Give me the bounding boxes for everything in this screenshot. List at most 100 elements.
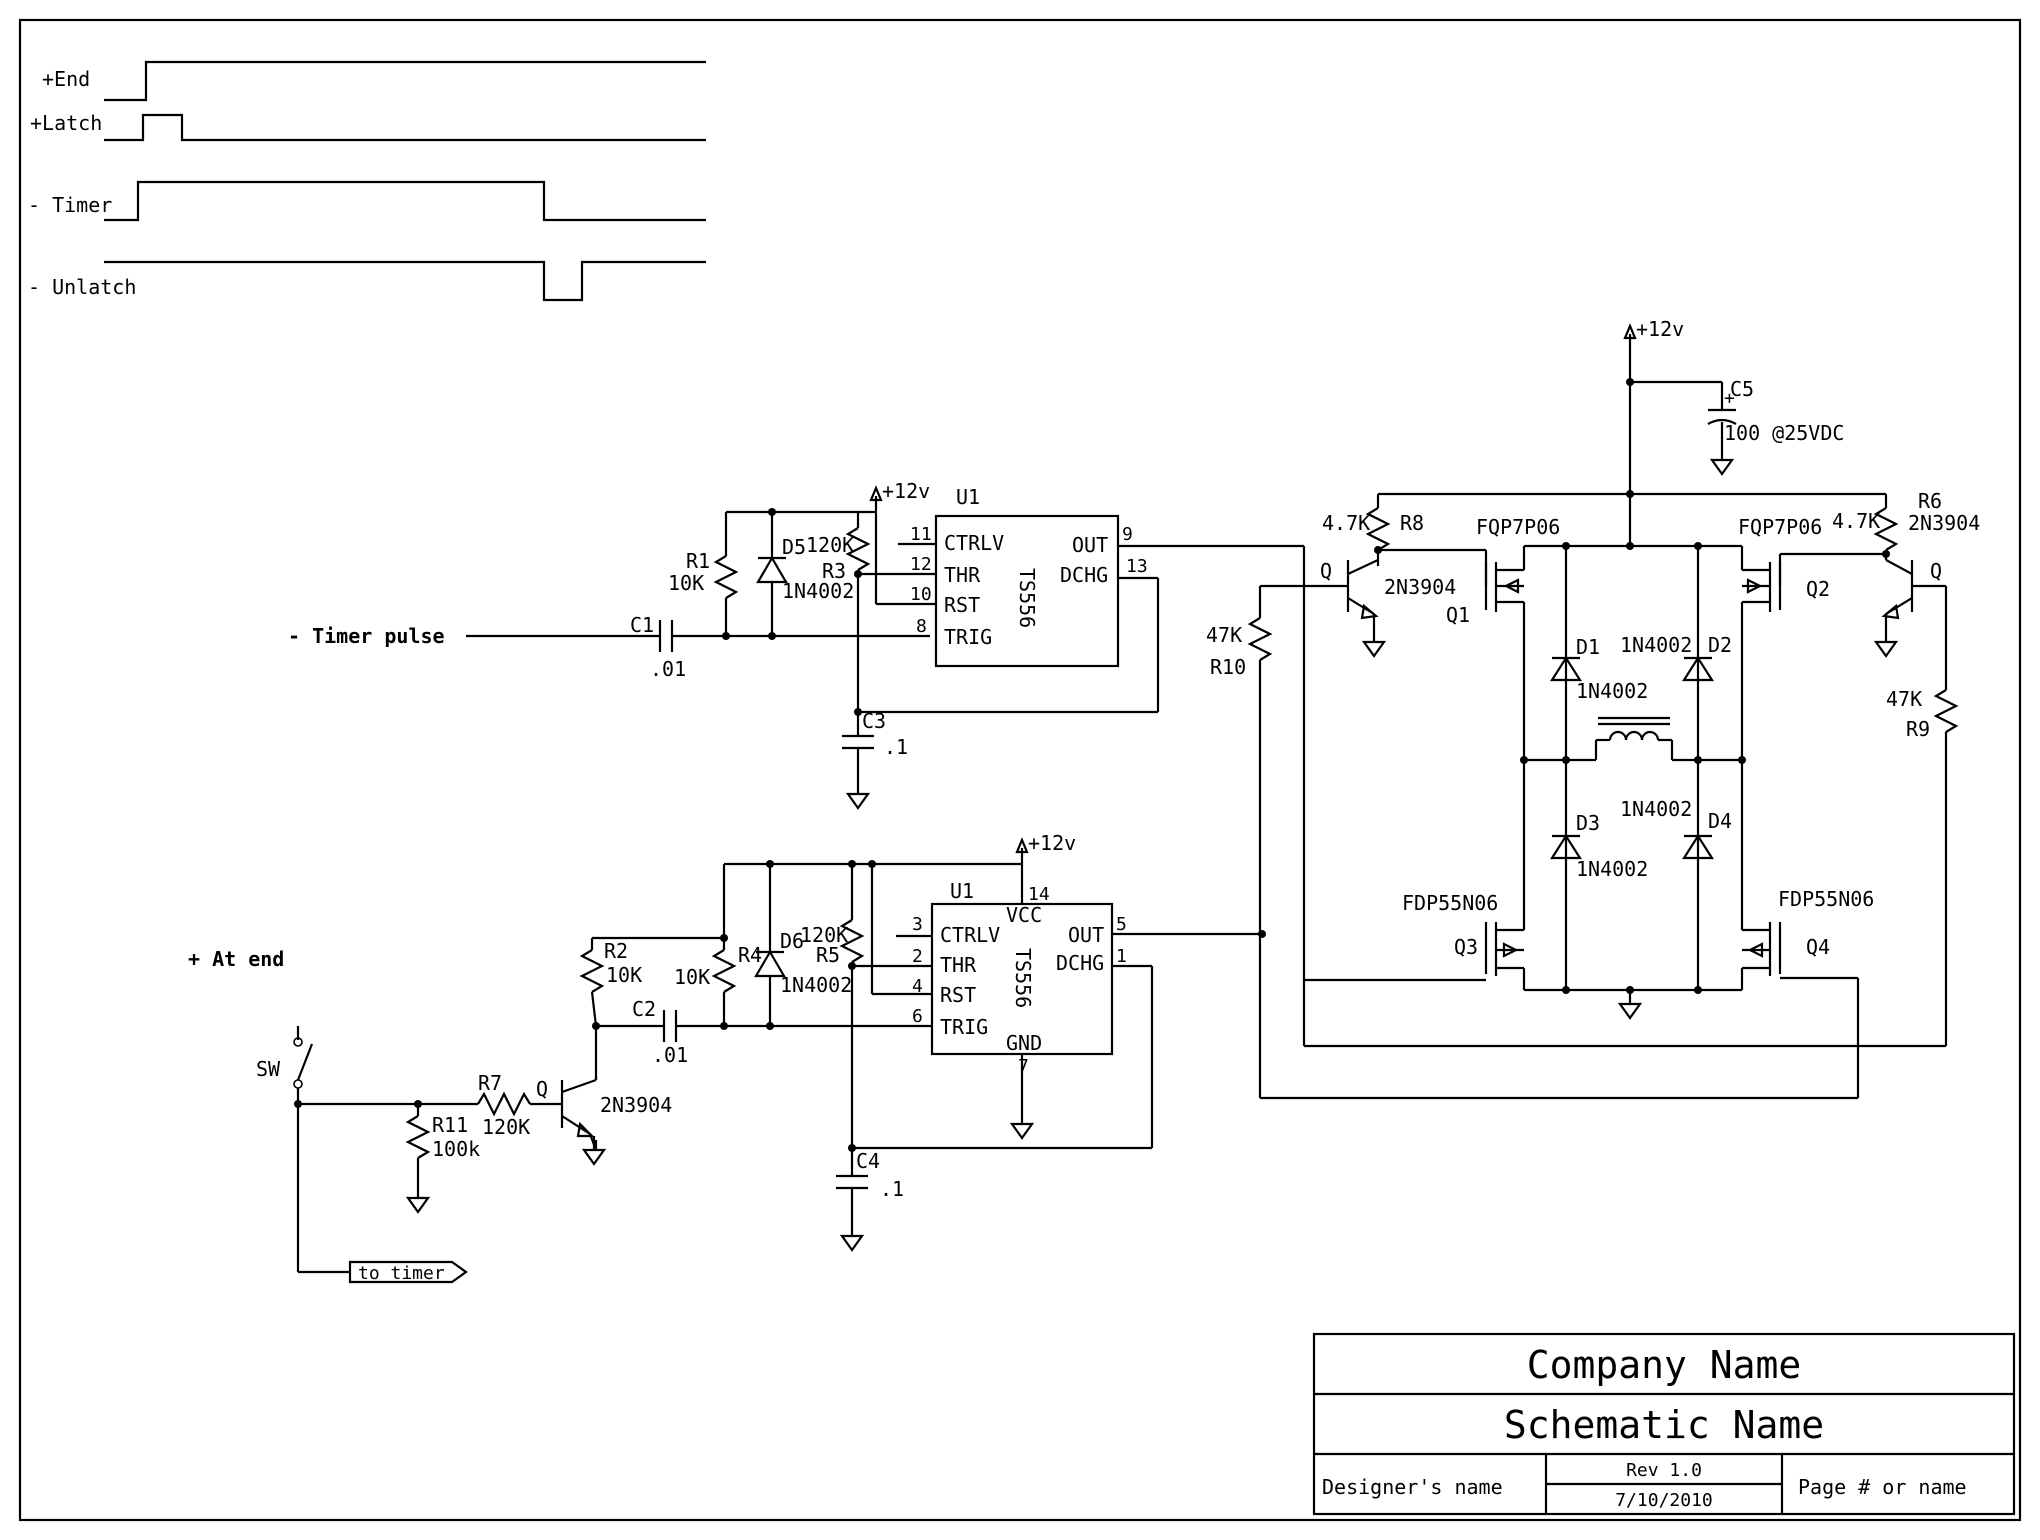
resistor-r1 — [713, 555, 739, 599]
company-name: Company Name — [1527, 1343, 1802, 1387]
svg-text:DCHG: DCHG — [1060, 563, 1108, 587]
resistor-r6 — [1873, 507, 1899, 551]
svg-text:.1: .1 — [880, 1177, 904, 1201]
resistor-r10 — [1247, 617, 1273, 661]
svg-text:12: 12 — [910, 554, 932, 575]
svg-text:8: 8 — [916, 616, 927, 637]
svg-text:Q: Q — [1930, 559, 1942, 583]
capacitor-c3 — [842, 734, 874, 750]
svg-text:Q: Q — [536, 1077, 548, 1101]
mosfet-q3 — [1484, 760, 1526, 990]
svg-text:Q1: Q1 — [1446, 603, 1470, 627]
waveform-latch — [104, 113, 706, 142]
waveform-timer — [104, 180, 706, 222]
svg-text:DCHG: DCHG — [1056, 951, 1104, 975]
svg-text:14: 14 — [1028, 884, 1050, 905]
switch-label: SW — [256, 1057, 281, 1081]
mosfet-q2 — [1740, 546, 1782, 612]
svg-text:+12v: +12v — [1028, 831, 1076, 855]
svg-text:to timer: to timer — [358, 1263, 445, 1284]
svg-text:+12v: +12v — [1636, 317, 1684, 341]
svg-text:D4: D4 — [1708, 809, 1732, 833]
svg-text:TRIG: TRIG — [940, 1015, 988, 1039]
svg-text:100k: 100k — [432, 1137, 480, 1161]
drawing-frame — [18, 18, 2022, 1522]
svg-text:1: 1 — [1116, 946, 1127, 967]
signal-label-latch: +Latch — [30, 111, 102, 135]
svg-text:D3: D3 — [1576, 811, 1600, 835]
svg-text:6: 6 — [912, 1006, 923, 1027]
waveform-end — [104, 60, 706, 102]
resistor-r3 — [845, 527, 871, 571]
svg-text:47K: 47K — [1206, 623, 1242, 647]
svg-text:R4: R4 — [738, 943, 762, 967]
svg-text:2N3904: 2N3904 — [600, 1093, 672, 1117]
svg-text:Q2: Q2 — [1806, 577, 1830, 601]
svg-text:VCC: VCC — [1006, 903, 1042, 927]
resistor-r9 — [1933, 689, 1959, 733]
svg-text:R10: R10 — [1210, 655, 1246, 679]
svg-text:10: 10 — [910, 584, 932, 605]
resistor-r8 — [1365, 507, 1391, 551]
svg-text:R11: R11 — [432, 1113, 468, 1137]
svg-text:1N4002: 1N4002 — [1620, 633, 1692, 657]
svg-text:FQP7P06: FQP7P06 — [1476, 515, 1560, 539]
svg-text:2N3904: 2N3904 — [1908, 511, 1980, 535]
top-timer-circuit: - Timer pulse C1 .01 R1 10K D5 1N4002 — [288, 479, 1304, 810]
svg-text:D6: D6 — [780, 929, 804, 953]
svg-text:C5: C5 — [1730, 377, 1754, 401]
inductor-coil — [1594, 716, 1674, 760]
page-name: Page # or name — [1798, 1475, 1967, 1499]
signal-label-timer: - Timer — [28, 193, 112, 217]
svg-text:OUT: OUT — [1072, 533, 1108, 557]
svg-text:C4: C4 — [856, 1149, 880, 1173]
svg-text:FQP7P06: FQP7P06 — [1738, 515, 1822, 539]
svg-text:TS556: TS556 — [1011, 948, 1035, 1008]
capacitor-c4 — [836, 1174, 868, 1190]
svg-text:CTRLV: CTRLV — [944, 531, 1004, 555]
capacitor-c1: C1 .01 — [630, 613, 686, 681]
svg-text:Q3: Q3 — [1454, 935, 1478, 959]
drawing-date: 7/10/2010 — [1615, 1490, 1713, 1511]
signal-label-unlatch: - Unlatch — [28, 275, 136, 299]
svg-text:120K: 120K — [482, 1115, 530, 1139]
svg-text:U1: U1 — [956, 485, 980, 509]
svg-text:R7: R7 — [478, 1071, 502, 1095]
transistor-q-switch — [560, 1078, 598, 1151]
svg-text:4.7K: 4.7K — [1832, 509, 1880, 533]
capacitor-c2 — [662, 1010, 678, 1042]
svg-text:TS556: TS556 — [1015, 568, 1039, 628]
svg-text:+: + — [1724, 388, 1735, 409]
svg-text:1N4002: 1N4002 — [1576, 679, 1648, 703]
svg-text:120K: 120K — [800, 923, 848, 947]
svg-text:9: 9 — [1122, 524, 1133, 545]
timer-pulse-label: - Timer pulse — [288, 624, 445, 648]
svg-text:1N4002: 1N4002 — [780, 973, 852, 997]
svg-text:100 @25VDC: 100 @25VDC — [1724, 421, 1844, 445]
svg-text:D5: D5 — [782, 535, 806, 559]
svg-text:10K: 10K — [606, 963, 642, 987]
svg-text:4.7K: 4.7K — [1322, 511, 1370, 535]
svg-text:+12v: +12v — [882, 479, 930, 503]
svg-text:120K: 120K — [806, 533, 854, 557]
resistor-r4 — [711, 949, 737, 993]
resistor-r7 — [477, 1091, 531, 1117]
svg-text:13: 13 — [1126, 556, 1148, 577]
designer-name: Designer's name — [1322, 1475, 1503, 1499]
diode-d3 — [1549, 833, 1583, 860]
svg-text:Q4: Q4 — [1806, 935, 1830, 959]
svg-text:11: 11 — [910, 524, 932, 545]
svg-text:47K: 47K — [1886, 687, 1922, 711]
svg-text:10K: 10K — [674, 965, 710, 989]
h-bridge: +12v + C5 100 @25VDC 4.7K R8 — [1206, 317, 1980, 1100]
svg-text:OUT: OUT — [1068, 923, 1104, 947]
svg-text:TRIG: TRIG — [944, 625, 992, 649]
svg-text:D2: D2 — [1708, 633, 1732, 657]
svg-text:FDP55N06: FDP55N06 — [1778, 887, 1874, 911]
svg-text:1N4002: 1N4002 — [782, 579, 854, 603]
svg-text:.01: .01 — [650, 657, 686, 681]
svg-text:CTRLV: CTRLV — [940, 923, 1000, 947]
waveform-unlatch — [104, 260, 706, 302]
diode-d2 — [1681, 655, 1715, 682]
